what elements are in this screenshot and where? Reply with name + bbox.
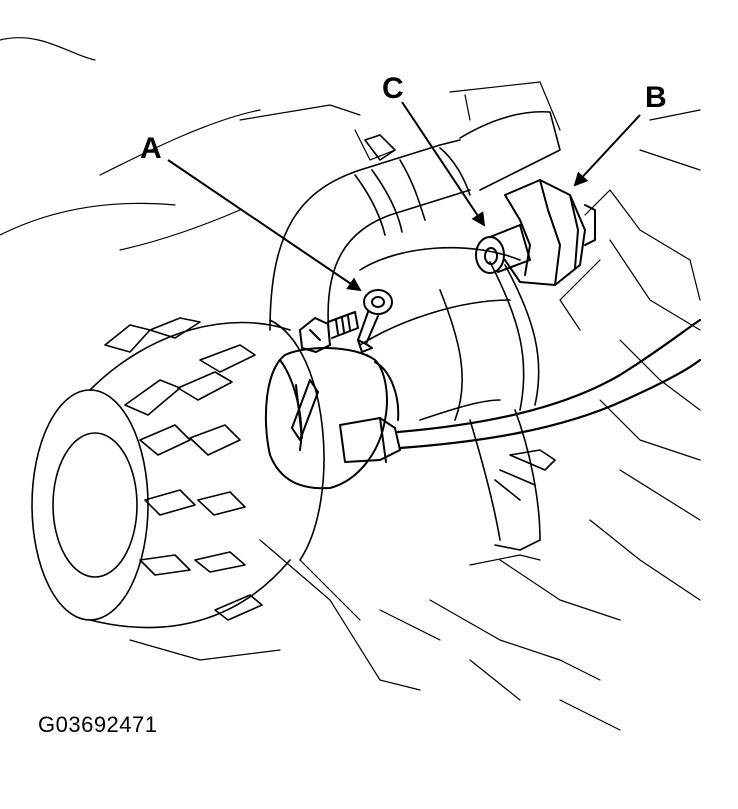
sensor-cable	[396, 318, 702, 450]
engine-block-background	[0, 37, 701, 731]
coolant-hose	[269, 110, 561, 346]
callout-leaders	[167, 101, 641, 292]
leader-c	[401, 101, 486, 227]
ring-terminal-a	[357, 289, 393, 353]
leader-b	[573, 114, 641, 187]
ground-bolt	[299, 311, 359, 353]
callout-label-b: B	[645, 81, 667, 114]
knock-sensor-removed	[264, 347, 401, 490]
sensor-stud-c	[475, 224, 531, 274]
knock-sensor-b	[504, 179, 596, 286]
oil-filter	[31, 317, 325, 629]
callout-label-a: A	[140, 132, 162, 165]
figure-id: G03692471	[38, 712, 158, 737]
callout-label-c: C	[382, 72, 404, 105]
leader-a	[167, 159, 362, 292]
water-pipe	[359, 246, 556, 551]
